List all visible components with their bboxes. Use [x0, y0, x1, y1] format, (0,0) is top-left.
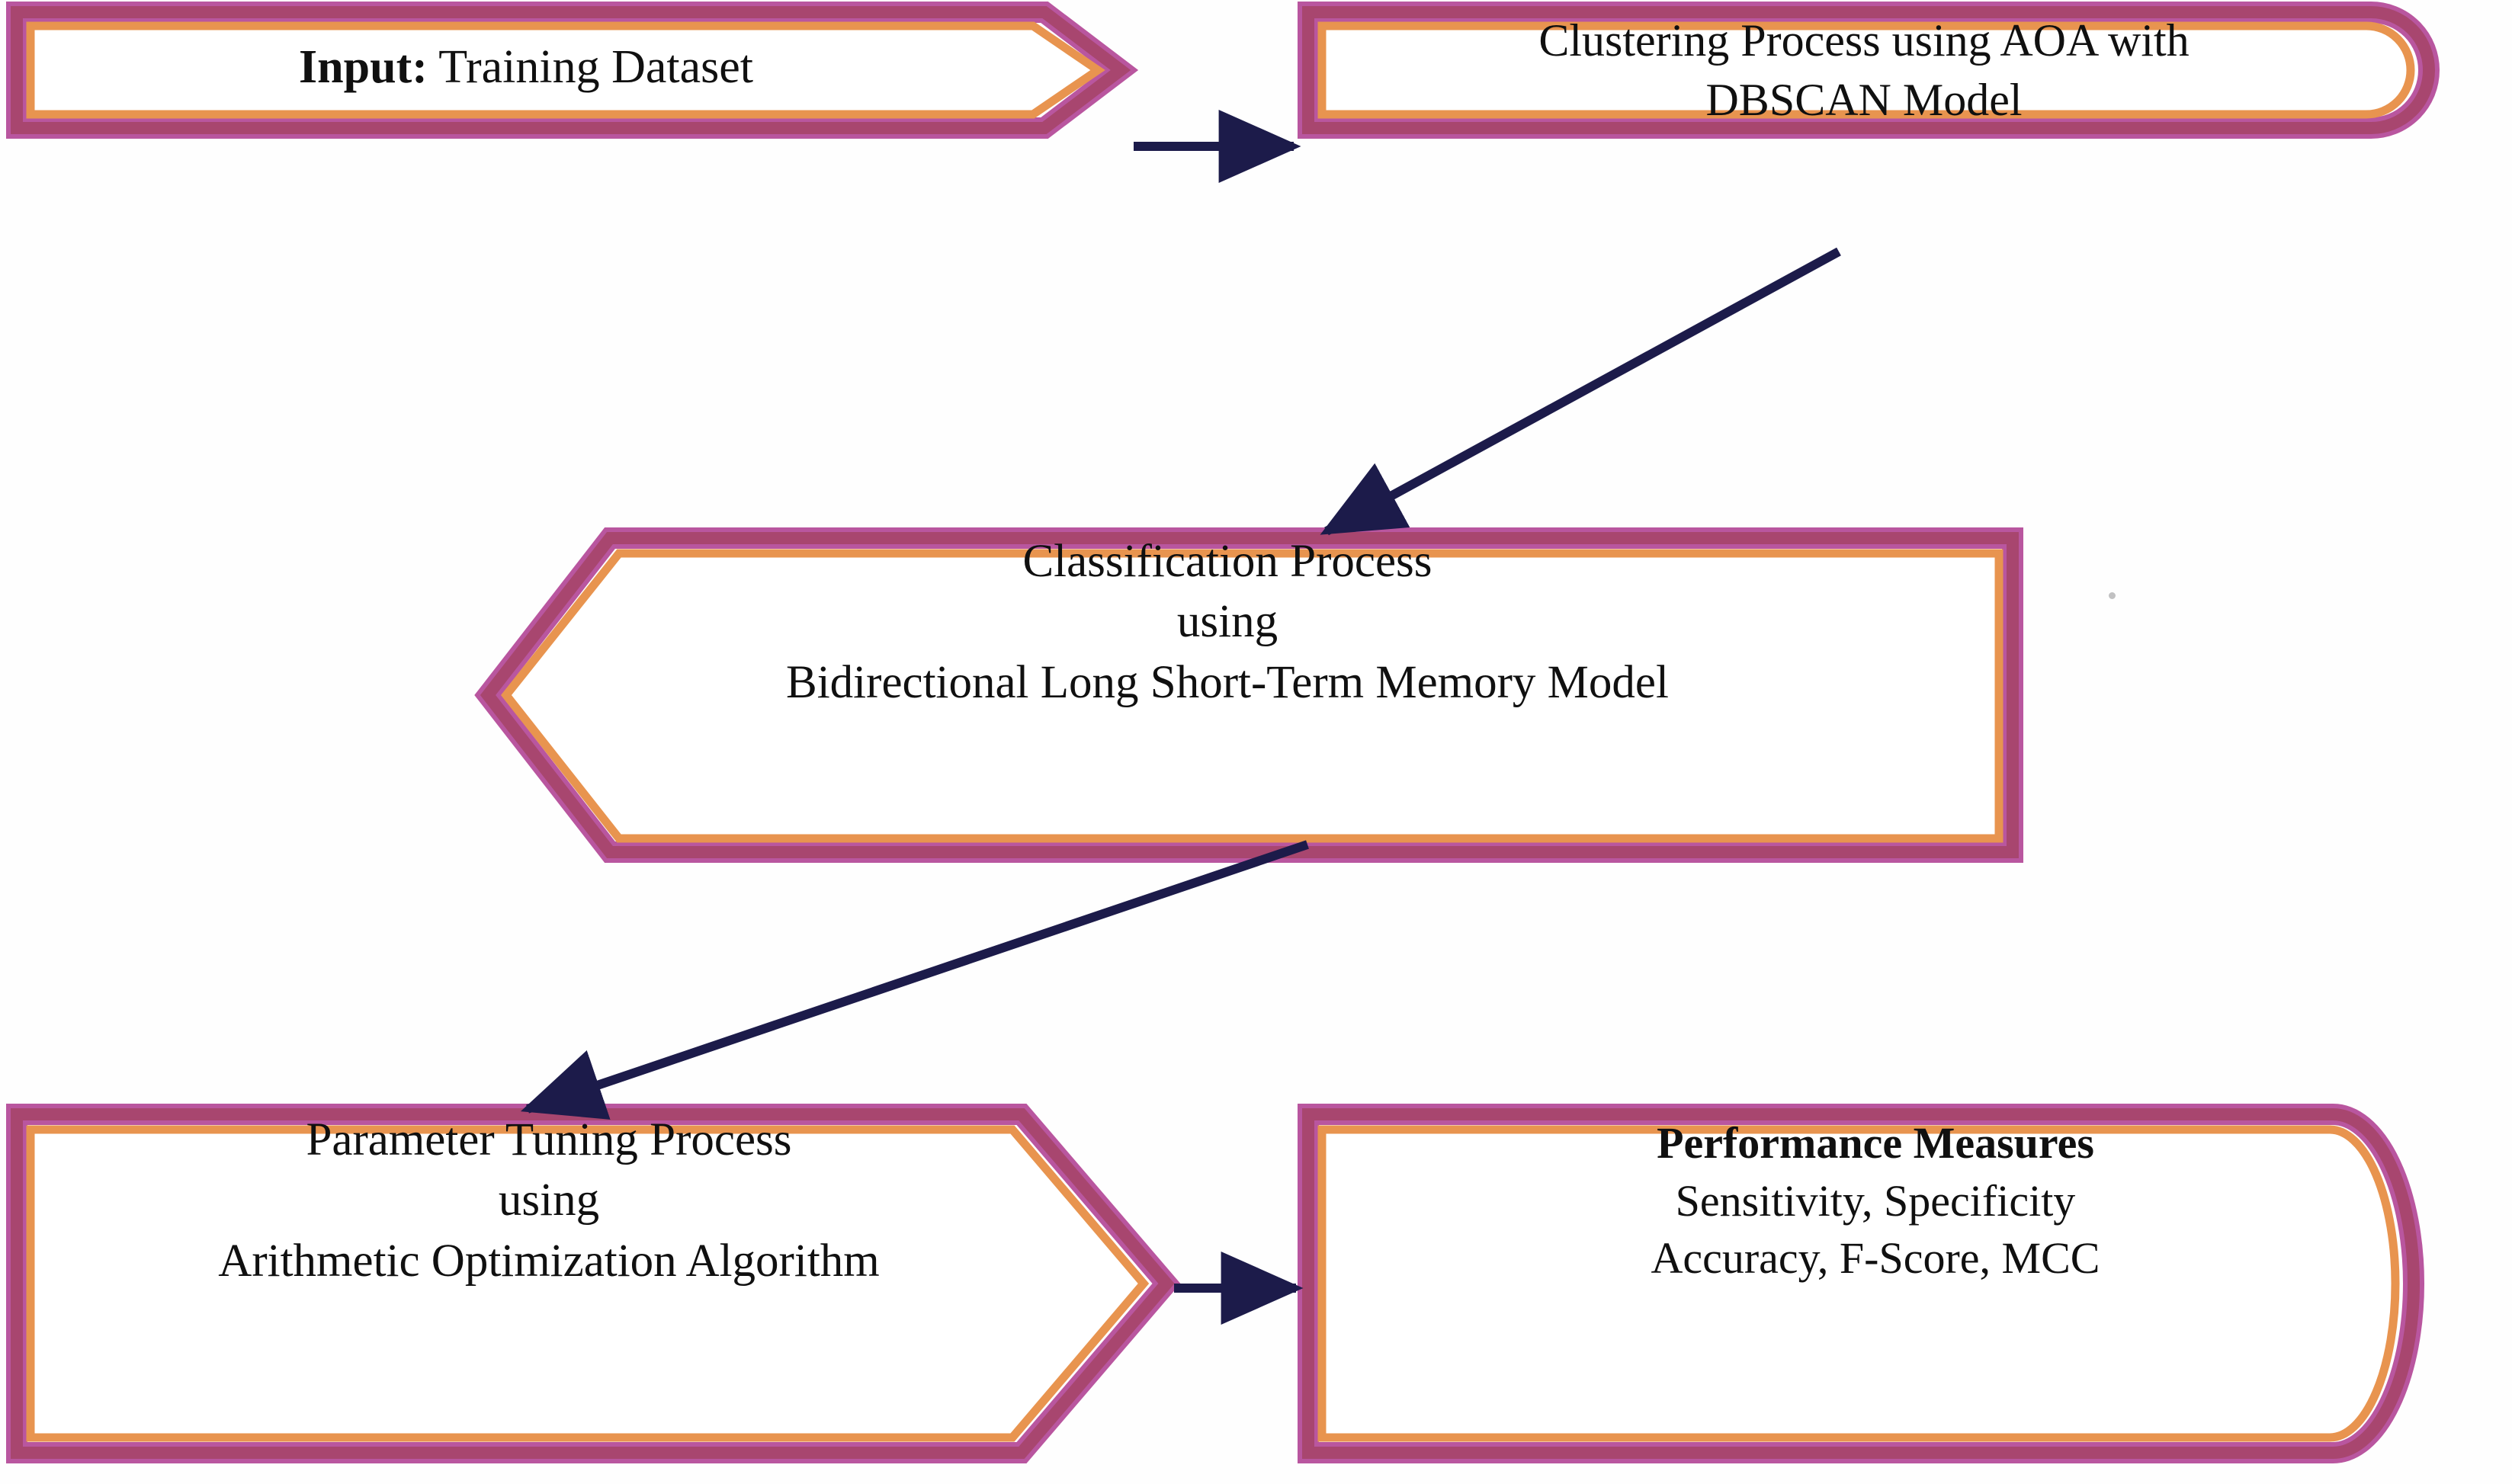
node-input-shape[interactable] [6, 1, 1139, 139]
image-speck-artifact [2109, 592, 2116, 599]
node-performance-shape[interactable] [1298, 1104, 2425, 1463]
node-clustering-shape[interactable] [1298, 2, 2440, 139]
arrow-clustering-to-classification [1320, 247, 1841, 536]
arrow-classification-to-tuning [520, 840, 1309, 1120]
node-classification-shape[interactable] [474, 527, 2023, 863]
node-tuning-shape[interactable] [6, 1104, 1181, 1463]
